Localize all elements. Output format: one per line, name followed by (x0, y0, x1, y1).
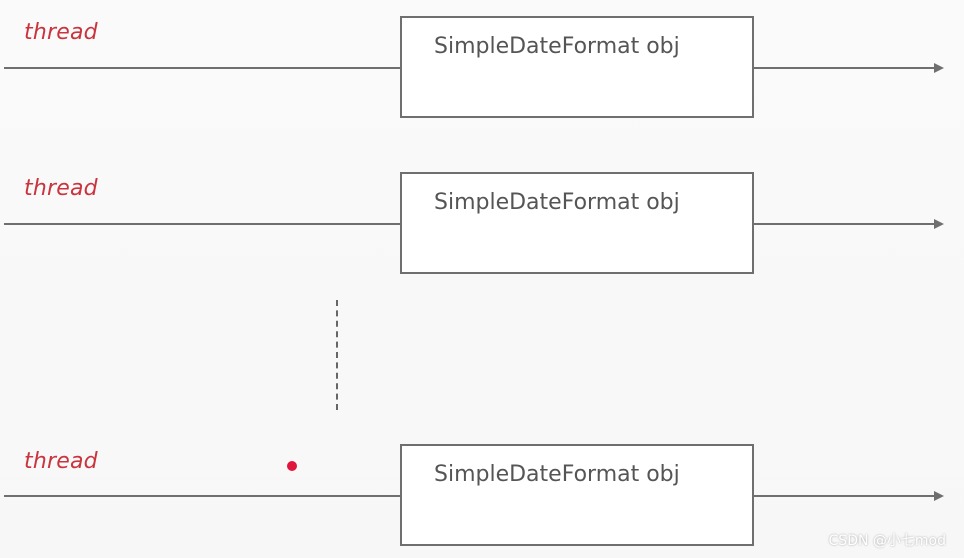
thread-line-left (4, 67, 400, 69)
thread-label: thread (24, 176, 98, 201)
thread-line-right (754, 67, 934, 69)
object-label: SimpleDateFormat obj (434, 190, 680, 215)
watermark: CSDN @小七mod (828, 533, 946, 549)
arrowhead-icon (934, 63, 944, 73)
ellipsis-dashed-line (336, 300, 338, 410)
thread-label: thread (24, 449, 98, 474)
thread-line-left (4, 495, 400, 497)
object-box: SimpleDateFormat obj (400, 16, 754, 118)
thread-line-right (754, 495, 934, 497)
thread-line-left (4, 223, 400, 225)
arrowhead-icon (934, 491, 944, 501)
pointer-dot-icon (287, 461, 297, 471)
arrowhead-icon (934, 219, 944, 229)
object-box: SimpleDateFormat obj (400, 444, 754, 546)
thread-label: thread (24, 20, 98, 45)
object-label: SimpleDateFormat obj (434, 462, 680, 487)
object-label: SimpleDateFormat obj (434, 34, 680, 59)
thread-line-right (754, 223, 934, 225)
object-box: SimpleDateFormat obj (400, 172, 754, 274)
